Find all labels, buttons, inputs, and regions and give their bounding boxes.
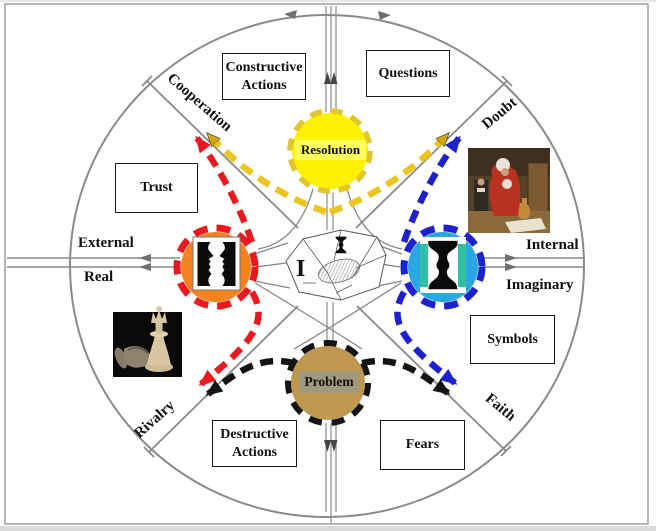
bottom-strip — [0, 526, 656, 531]
circle-flow-arrow-right — [378, 11, 391, 20]
doubt-channel — [328, 131, 462, 244]
horizontal-axis — [7, 257, 584, 268]
rivalry-arrow-black — [205, 357, 295, 397]
top-strip — [0, 0, 656, 2]
vase-illusion-image — [420, 237, 466, 293]
box-questions: Questions — [366, 50, 450, 97]
vertical-axis — [325, 6, 337, 523]
cooperation-channel — [194, 131, 328, 244]
box-destructive-actions: Destructive Actions — [212, 420, 297, 467]
problem-node-label: Problem — [299, 371, 359, 393]
page-border — [4, 3, 649, 525]
rivalry-channel — [198, 290, 295, 397]
box-symbols: Symbols — [470, 315, 555, 364]
circle-flow-arrow-left — [284, 10, 297, 19]
axis-label-external: External — [78, 235, 134, 251]
curve-web — [253, 188, 403, 350]
axis-label-imaginary: Imaginary — [506, 277, 574, 293]
doubt-arrow-blue — [400, 135, 462, 244]
box-trust: Trust — [115, 163, 198, 213]
rivalry-arrow-red — [198, 290, 262, 387]
outer-circle — [69, 14, 585, 518]
faces-illusion-image — [192, 236, 241, 291]
faith-channel — [361, 290, 458, 396]
faith-arrow-black — [361, 357, 451, 396]
box-fears: Fears — [380, 420, 465, 470]
cooperation-arrow-yellow — [205, 131, 328, 216]
faith-arrow-blue — [394, 290, 458, 386]
external-node — [173, 224, 259, 310]
horizontal-axis-arrows — [139, 254, 517, 271]
sketch-hatched-blob — [318, 258, 360, 284]
internal-node — [400, 224, 486, 310]
center-self-label: I — [296, 256, 306, 282]
axis-label-real: Real — [84, 269, 114, 285]
chess-image — [113, 306, 182, 377]
center-sketch — [285, 229, 387, 301]
cooperation-arrow-red — [194, 135, 256, 244]
axis-label-internal: Internal — [526, 237, 579, 253]
resolution-node-label: Resolution — [295, 140, 366, 160]
box-constructive-actions: Constructive Actions — [222, 53, 306, 100]
vertical-axis-arrows — [324, 72, 338, 452]
painting-image — [468, 148, 550, 233]
doubt-arrow-yellow — [328, 131, 451, 216]
